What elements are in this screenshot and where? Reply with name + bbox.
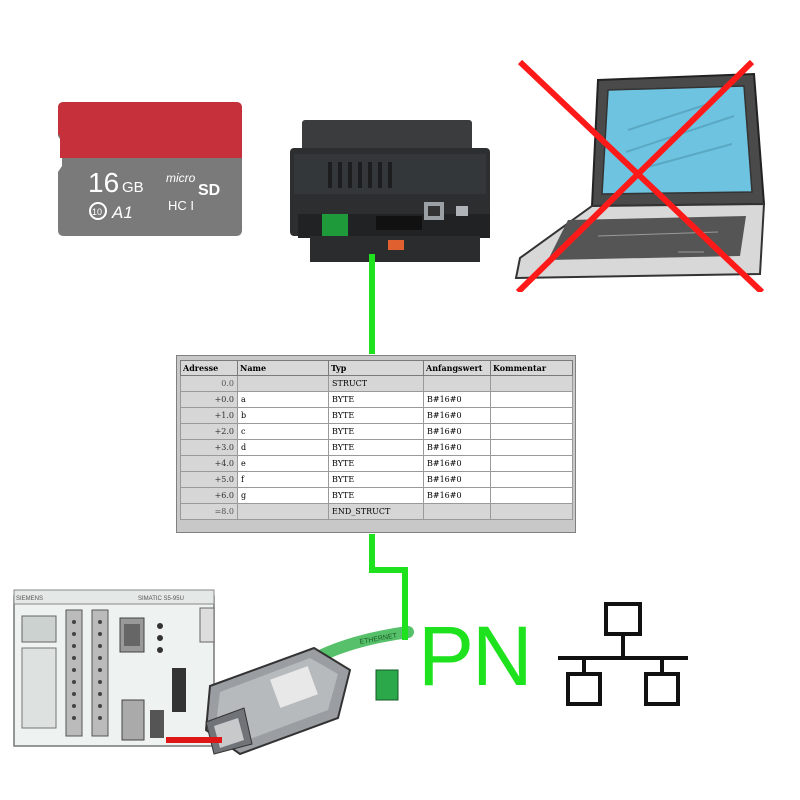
plc-model: SIMATIC S5-95U <box>138 596 184 602</box>
cell-type[interactable]: STRUCT <box>328 375 424 392</box>
cell-type[interactable]: BYTE <box>328 423 424 440</box>
cell-init[interactable] <box>423 503 491 520</box>
cell-name[interactable] <box>237 503 329 520</box>
table-to-adapter-link <box>369 534 408 640</box>
microsd-card: 16 GB micro SD HC I 10 A1 <box>58 102 242 236</box>
table-row[interactable]: +1.0 b BYTE B#16#0 <box>180 407 573 424</box>
table-row[interactable]: +6.0 g BYTE B#16#0 <box>180 487 573 504</box>
network-topology-icon <box>558 602 688 706</box>
cell-address[interactable]: =8.0 <box>180 503 238 520</box>
cell-address[interactable]: +5.0 <box>180 471 238 488</box>
cell-address[interactable]: +2.0 <box>180 423 238 440</box>
column-header-init: Anfangswert <box>423 360 491 376</box>
table-row[interactable]: =8.0 END_STRUCT <box>180 503 573 520</box>
cell-init[interactable]: B#16#0 <box>423 439 491 456</box>
sdcard-brand-hc: HC I <box>168 198 194 213</box>
cell-comment[interactable] <box>490 407 573 424</box>
sdcard-unit: GB <box>122 179 144 196</box>
laptop-screen <box>601 85 753 195</box>
cell-address[interactable]: +0.0 <box>180 391 238 408</box>
table-row[interactable]: +2.0 c BYTE B#16#0 <box>180 423 573 440</box>
terminal-block-green <box>322 214 348 238</box>
cell-comment[interactable] <box>490 391 573 408</box>
cell-type[interactable]: END_STRUCT <box>328 503 424 520</box>
cell-init[interactable]: B#16#0 <box>423 455 491 472</box>
cell-comment[interactable] <box>490 375 573 392</box>
plc-s5-controller: SIEMENS SIMATIC S5-95U <box>13 589 215 747</box>
table-row[interactable]: +3.0 d BYTE B#16#0 <box>180 439 573 456</box>
cell-type[interactable]: BYTE <box>328 391 424 408</box>
table-row[interactable]: 0.0 STRUCT <box>180 375 573 392</box>
column-header-name: Name <box>237 360 329 376</box>
cell-type[interactable]: BYTE <box>328 455 424 472</box>
sdcard-capacity: 16 <box>88 167 119 198</box>
cross-line-2 <box>515 60 755 292</box>
cell-address[interactable]: +4.0 <box>180 455 238 472</box>
cell-name[interactable]: f <box>237 471 329 488</box>
cell-name[interactable]: c <box>237 423 329 440</box>
sdcard-brand-micro: micro <box>166 171 196 185</box>
cell-address[interactable]: +6.0 <box>180 487 238 504</box>
column-header-type: Typ <box>328 360 424 376</box>
cell-type[interactable]: BYTE <box>328 407 424 424</box>
gateway-module <box>290 120 490 262</box>
cell-init[interactable]: B#16#0 <box>423 487 491 504</box>
cell-init[interactable]: B#16#0 <box>423 423 491 440</box>
cell-name[interactable]: a <box>237 391 329 408</box>
cell-comment[interactable] <box>490 455 573 472</box>
cell-type[interactable]: BYTE <box>328 487 424 504</box>
speed-class-icon <box>89 202 107 220</box>
cell-address[interactable]: +1.0 <box>180 407 238 424</box>
cell-comment[interactable] <box>490 439 573 456</box>
cell-init[interactable]: B#16#0 <box>423 407 491 424</box>
sdcard-brand-sd: SD <box>198 182 220 199</box>
declaration-table: Adresse Name Typ Anfangswert Kommentar 0… <box>180 360 573 520</box>
cell-name[interactable]: g <box>237 487 329 504</box>
adapter-label <box>270 666 318 708</box>
cross-line-1 <box>517 60 765 292</box>
table-header-row: Adresse Name Typ Anfangswert Kommentar <box>180 360 573 376</box>
column-header-address: Adresse <box>180 360 238 376</box>
column-header-comment: Kommentar <box>490 360 573 376</box>
table-row[interactable]: +0.0 a BYTE B#16#0 <box>180 391 573 408</box>
terminal-plug-green <box>375 669 399 701</box>
profinet-label: PN <box>418 609 533 703</box>
data-block-table: Adresse Name Typ Anfangswert Kommentar 0… <box>176 355 576 533</box>
cell-name[interactable]: b <box>237 407 329 424</box>
cell-comment[interactable] <box>490 503 573 520</box>
cell-address[interactable]: 0.0 <box>180 375 238 392</box>
cell-comment[interactable] <box>490 487 573 504</box>
table-row[interactable]: +5.0 f BYTE B#16#0 <box>180 471 573 488</box>
cell-name[interactable]: e <box>237 455 329 472</box>
cell-name[interactable]: d <box>237 439 329 456</box>
table-row[interactable]: +4.0 e BYTE B#16#0 <box>180 455 573 472</box>
cell-address[interactable]: +3.0 <box>180 439 238 456</box>
cell-init[interactable]: B#16#0 <box>423 471 491 488</box>
cell-comment[interactable] <box>490 471 573 488</box>
sdcard-app-class: A1 <box>111 203 133 222</box>
usb-port <box>456 206 468 216</box>
cell-comment[interactable] <box>490 423 573 440</box>
cell-name[interactable] <box>237 375 329 392</box>
laptop-crossed-out <box>514 60 766 292</box>
ethernet-adapter: ETHERNET <box>204 626 414 756</box>
sdcard-speed-class: 10 <box>92 207 102 217</box>
cell-init[interactable] <box>423 375 491 392</box>
plc-brand: SIEMENS <box>16 596 43 602</box>
cell-type[interactable]: BYTE <box>328 439 424 456</box>
cell-type[interactable]: BYTE <box>328 471 424 488</box>
cell-init[interactable]: B#16#0 <box>423 391 491 408</box>
